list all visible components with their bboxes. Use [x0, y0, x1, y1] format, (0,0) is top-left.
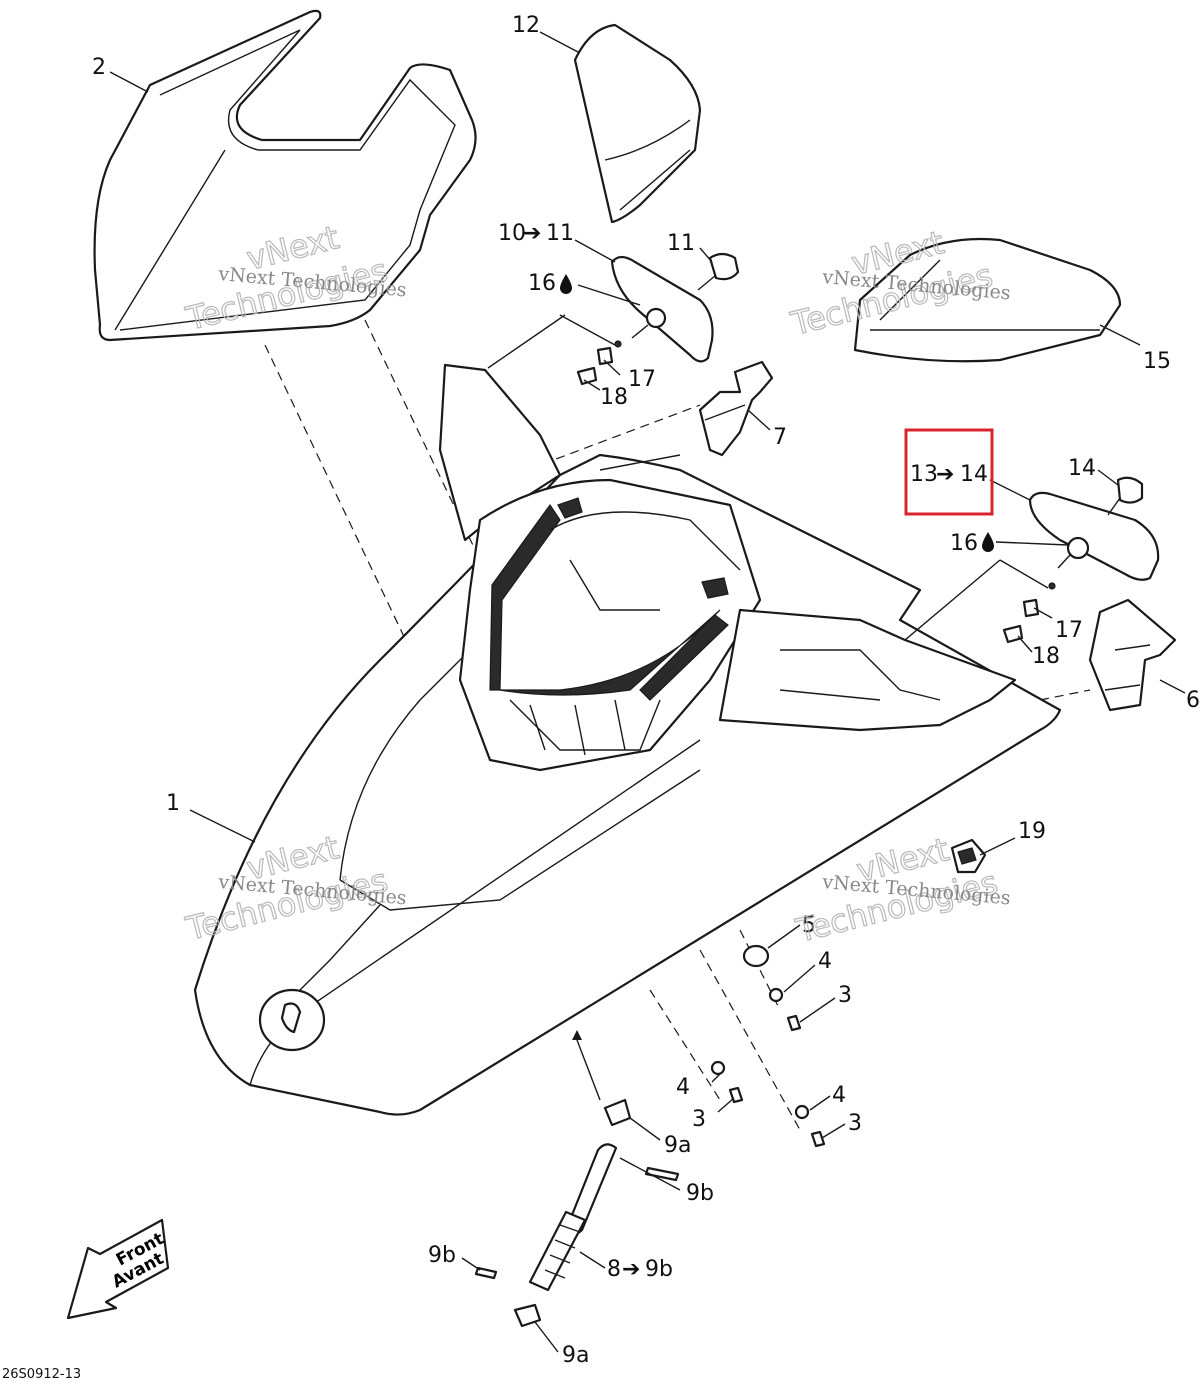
- part-2-cover: [93, 9, 477, 342]
- callout-9b-right: 9b: [686, 1181, 714, 1206]
- callout-4-b: 4: [676, 1075, 690, 1100]
- drawing-code: 26S0912-13: [2, 1367, 81, 1382]
- callout-18-right: 18: [1032, 644, 1060, 669]
- fasteners-right-group: [710, 944, 826, 1148]
- hood-upper-console: [438, 363, 762, 772]
- callout-7: 7: [773, 425, 787, 450]
- callout-12: 12: [512, 13, 540, 38]
- callout-4-c: 4: [832, 1083, 846, 1108]
- callout-2: 2: [92, 55, 106, 80]
- part-19-clip: [950, 838, 987, 874]
- callout-13-arrow-icon: ➔: [936, 462, 954, 487]
- callout-9a-bottom: 9a: [562, 1343, 589, 1368]
- part-6-bracket: [1088, 598, 1177, 712]
- callout-15: 15: [1143, 349, 1171, 374]
- callout-4-a: 4: [818, 949, 832, 974]
- callout-6: 6: [1186, 688, 1200, 713]
- part-15-panel: [853, 237, 1122, 363]
- callout-16-right: 16: [950, 531, 978, 556]
- callout-3-c: 3: [848, 1111, 862, 1136]
- callout-16-top: 16: [528, 271, 556, 296]
- highlight-box: [904, 428, 994, 516]
- callout-8-arrow-icon: ➔: [622, 1257, 640, 1282]
- callout-leaders: [109, 31, 1186, 1353]
- callout-10: 10: [498, 221, 526, 246]
- callout-5: 5: [802, 913, 816, 938]
- part-13-mirror-right: [1002, 491, 1160, 644]
- part-14-knob: [1107, 476, 1144, 516]
- oil-drop-icon-2: [982, 532, 994, 552]
- part-7-bracket: [698, 360, 774, 457]
- oil-drop-icon: [560, 274, 572, 294]
- part-11-knob: [697, 252, 740, 291]
- part-12-panel: [573, 23, 702, 224]
- callout-3-b: 3: [692, 1107, 706, 1132]
- callout-9a-top: 9a: [664, 1133, 691, 1158]
- callout-17-right: 17: [1055, 618, 1083, 643]
- callout-14: 14: [1068, 456, 1096, 481]
- callout-19: 19: [1018, 819, 1046, 844]
- callout-3-a: 3: [838, 983, 852, 1008]
- part-10-mirror-left: [576, 255, 714, 386]
- callout-1: 1: [166, 791, 180, 816]
- callout-17-top: 17: [628, 367, 656, 392]
- part-8-gas-strut: [474, 1030, 680, 1328]
- callout-11: 11: [667, 231, 695, 256]
- front-arrow-icon: Front Avant: [66, 1218, 170, 1320]
- callout-18-top: 18: [600, 385, 628, 410]
- callout-labels: 2 12 10 ➔ 11 11 16 17 18 7 15 13 ➔ 14 14…: [92, 13, 1200, 1368]
- callout-8: 8: [607, 1257, 621, 1282]
- callout-13: 13: [910, 462, 938, 487]
- callout-13-to: 14: [960, 462, 988, 487]
- callout-10-arrow-icon: ➔: [523, 221, 541, 246]
- hood-right-tray: [599, 454, 1017, 732]
- callout-8-to: 9b: [645, 1257, 673, 1282]
- callout-10-to: 11: [546, 221, 574, 246]
- callout-9b-left: 9b: [428, 1243, 456, 1268]
